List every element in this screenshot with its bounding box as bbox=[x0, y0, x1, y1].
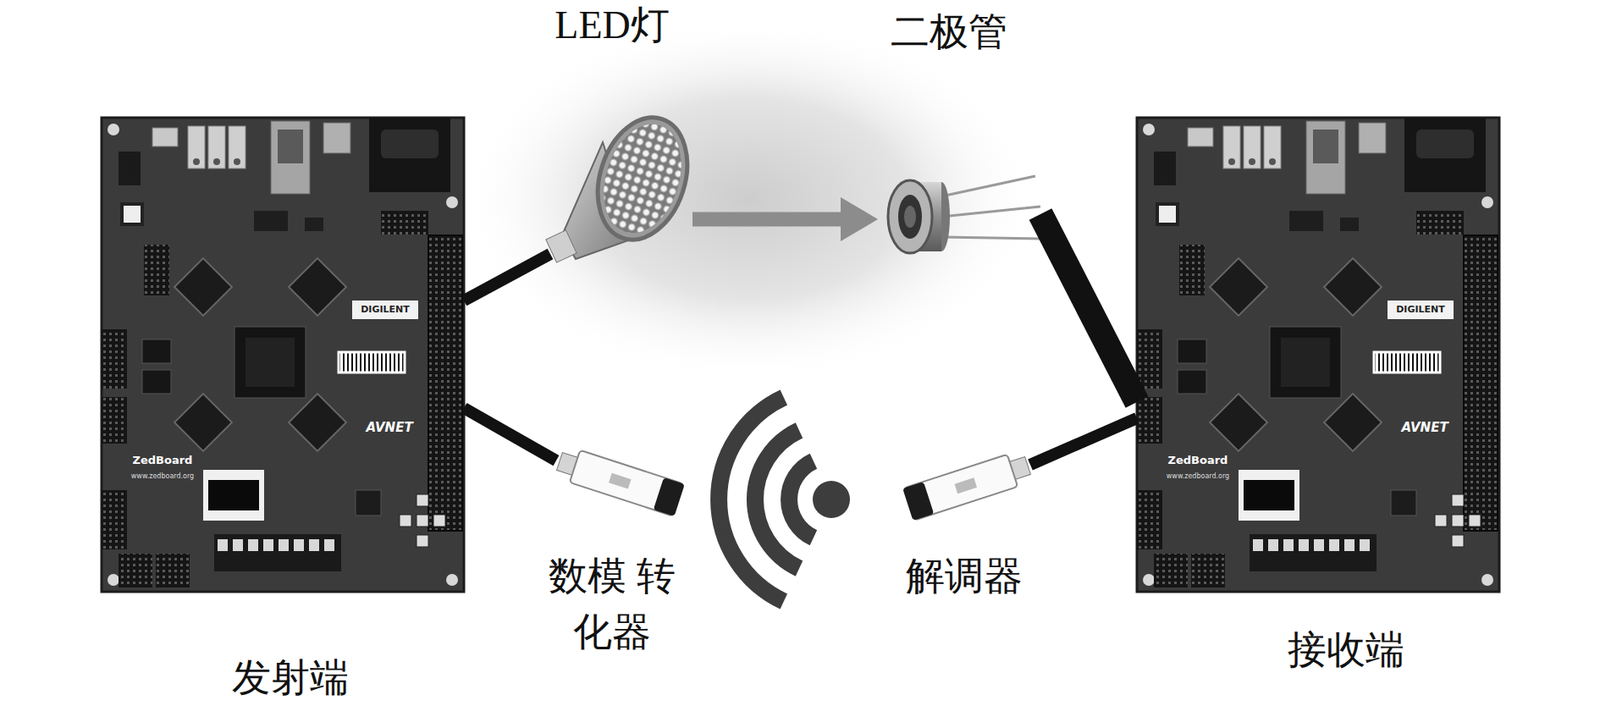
photodiode-drawing bbox=[941, 206, 1041, 217]
cable bbox=[463, 408, 557, 461]
light-arrow bbox=[692, 212, 841, 227]
dac-dongle-drawing bbox=[554, 445, 685, 517]
transmitter-board-photo bbox=[101, 117, 464, 592]
light-glow bbox=[461, 16, 1038, 381]
demodulator-dongle-drawing bbox=[902, 449, 1033, 521]
board-name: ZedBoard bbox=[1168, 454, 1229, 468]
photodiode-drawing bbox=[898, 194, 922, 239]
cable bbox=[463, 253, 551, 301]
node-label: 数模 转化器 bbox=[548, 548, 676, 661]
photodiode: 二极管 bbox=[887, 153, 1041, 255]
node-label: 接收端 bbox=[1287, 626, 1405, 674]
demodulator-dongle: 解调器 bbox=[902, 443, 1031, 525]
brand-logo: AVNET bbox=[1401, 420, 1448, 436]
photodiode-drawing bbox=[941, 237, 1041, 239]
dac-dongle-drawing bbox=[608, 473, 632, 490]
board-url: www.zedboard.org bbox=[1166, 472, 1230, 480]
demodulator-dongle-drawing bbox=[954, 477, 978, 494]
wireless-symbol bbox=[812, 480, 850, 519]
cable bbox=[1040, 214, 1137, 403]
brand-badge: DIGILENT bbox=[360, 304, 410, 316]
led-lamp-drawing bbox=[590, 114, 696, 243]
node-label: 二极管 bbox=[890, 8, 1008, 56]
cable bbox=[1030, 418, 1137, 465]
receiver-board: 接收端 bbox=[1136, 117, 1500, 592]
node-label: 发射端 bbox=[231, 654, 349, 701]
wireless-symbol bbox=[718, 397, 850, 602]
demodulator-dongle-drawing bbox=[902, 481, 934, 521]
board-url: www.zedboard.org bbox=[131, 472, 194, 480]
photodiode-drawing bbox=[888, 176, 1041, 254]
node-label: 解调器 bbox=[905, 552, 1023, 600]
led-lamp-drawing bbox=[546, 105, 703, 263]
brand-logo: AVNET bbox=[365, 420, 413, 436]
wireless-symbol bbox=[788, 461, 814, 539]
brand-badge: DIGILENT bbox=[1395, 304, 1446, 316]
dac-dongle-drawing bbox=[653, 477, 685, 517]
dac-dongle: 数模 转化器 bbox=[556, 438, 695, 521]
board-name: ZedBoard bbox=[132, 454, 194, 468]
photodiode-drawing bbox=[888, 180, 933, 254]
receiver-board-photo bbox=[1136, 117, 1500, 592]
wireless-symbol bbox=[718, 397, 784, 602]
led-lamp-drawing bbox=[583, 105, 703, 252]
node-label: LED灯 bbox=[554, 1, 669, 49]
photodiode-drawing bbox=[904, 205, 916, 228]
wireless-symbol bbox=[755, 430, 800, 569]
photodiode-drawing bbox=[941, 176, 1036, 197]
led-lamp: LED灯 bbox=[550, 117, 684, 297]
transmitter-board: 发射端 bbox=[101, 117, 464, 592]
